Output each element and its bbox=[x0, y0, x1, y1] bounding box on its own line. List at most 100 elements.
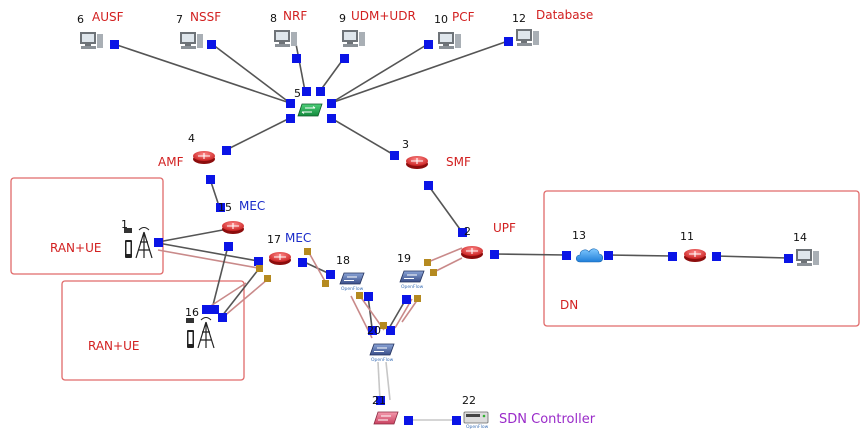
port-openflow[interactable] bbox=[380, 322, 387, 329]
port[interactable] bbox=[326, 270, 335, 279]
computer-icon[interactable] bbox=[80, 32, 103, 49]
node-label: Database bbox=[536, 8, 593, 22]
svg-text:OpenFlow: OpenFlow bbox=[466, 424, 489, 430]
port[interactable] bbox=[298, 258, 307, 267]
port[interactable] bbox=[286, 99, 295, 108]
link-19-20 bbox=[387, 298, 407, 331]
port[interactable] bbox=[364, 292, 373, 301]
port-openflow[interactable] bbox=[414, 295, 421, 302]
port[interactable] bbox=[218, 313, 227, 322]
switch-icon[interactable] bbox=[373, 411, 399, 425]
port[interactable] bbox=[604, 251, 613, 260]
node-number: 5 bbox=[294, 87, 301, 100]
port[interactable] bbox=[376, 396, 385, 405]
link-18-20 bbox=[367, 295, 373, 329]
node-number: 19 bbox=[397, 252, 411, 265]
port[interactable] bbox=[207, 40, 216, 49]
node-number: 4 bbox=[188, 132, 195, 145]
node-label: SDN Controller bbox=[499, 412, 596, 427]
router-icon[interactable] bbox=[269, 252, 291, 265]
computer-icon[interactable] bbox=[796, 249, 819, 266]
link-9-5 bbox=[319, 57, 345, 92]
link-12-5 bbox=[330, 40, 509, 104]
computer-icon[interactable] bbox=[438, 32, 461, 49]
node-number: 16 bbox=[185, 306, 199, 319]
node-number: 22 bbox=[462, 394, 476, 407]
port[interactable] bbox=[424, 181, 433, 190]
port[interactable] bbox=[327, 99, 336, 108]
port[interactable] bbox=[368, 326, 377, 335]
port-openflow[interactable] bbox=[430, 269, 437, 276]
link-11-14 bbox=[715, 255, 789, 259]
link-1-15 bbox=[157, 228, 229, 243]
port[interactable] bbox=[402, 295, 411, 304]
controller-icon[interactable]: OpenFlow bbox=[463, 411, 489, 430]
port-openflow[interactable] bbox=[304, 248, 311, 255]
link-2-19 bbox=[427, 247, 463, 263]
port[interactable] bbox=[316, 87, 325, 96]
ports-layer bbox=[110, 37, 793, 425]
port[interactable] bbox=[224, 242, 233, 251]
router-icon[interactable] bbox=[461, 246, 483, 259]
port[interactable] bbox=[202, 305, 211, 314]
router-icon[interactable] bbox=[193, 151, 215, 164]
svg-text:OpenFlow: OpenFlow bbox=[401, 284, 424, 290]
router-icon[interactable] bbox=[406, 156, 428, 169]
port[interactable] bbox=[424, 40, 433, 49]
port[interactable] bbox=[327, 114, 336, 123]
router-icon[interactable] bbox=[222, 221, 244, 234]
port[interactable] bbox=[562, 251, 571, 260]
group-label: RAN+UE bbox=[50, 241, 101, 255]
link-16-17 bbox=[221, 269, 259, 317]
port[interactable] bbox=[154, 238, 163, 247]
openflow-switch-icon[interactable]: OpenFlow bbox=[339, 272, 365, 292]
computer-icon[interactable] bbox=[516, 29, 539, 46]
port[interactable] bbox=[302, 87, 311, 96]
node-label: SMF bbox=[446, 155, 471, 169]
node-number: 1 bbox=[121, 218, 128, 231]
port-openflow[interactable] bbox=[264, 275, 271, 282]
port[interactable] bbox=[490, 250, 499, 259]
openflow-switch-icon[interactable]: OpenFlow bbox=[399, 270, 425, 290]
port[interactable] bbox=[254, 257, 263, 266]
port[interactable] bbox=[458, 228, 467, 237]
port[interactable] bbox=[386, 326, 395, 335]
port-openflow[interactable] bbox=[356, 292, 363, 299]
switch-icon[interactable] bbox=[297, 103, 323, 117]
port[interactable] bbox=[784, 254, 793, 263]
openflow-switch-icon[interactable]: OpenFlow bbox=[369, 343, 395, 363]
port-openflow[interactable] bbox=[322, 280, 329, 287]
port[interactable] bbox=[216, 203, 225, 212]
node-number: 20 bbox=[367, 324, 381, 337]
router-icon[interactable] bbox=[684, 249, 706, 262]
base-station-icon[interactable] bbox=[186, 317, 215, 349]
node-number: 7 bbox=[176, 13, 183, 26]
node-label: UDM+UDR bbox=[351, 9, 416, 23]
computer-icon[interactable] bbox=[342, 30, 365, 47]
port[interactable] bbox=[404, 416, 413, 425]
svg-text:OpenFlow: OpenFlow bbox=[341, 286, 364, 292]
port[interactable] bbox=[110, 40, 119, 49]
node-number: 13 bbox=[572, 229, 586, 242]
port[interactable] bbox=[210, 305, 219, 314]
base-station-icon[interactable] bbox=[124, 227, 153, 259]
port[interactable] bbox=[286, 114, 295, 123]
port[interactable] bbox=[668, 252, 677, 261]
port[interactable] bbox=[712, 252, 721, 261]
node-number: 2 bbox=[464, 225, 471, 238]
port[interactable] bbox=[390, 151, 399, 160]
node-label: AMF bbox=[158, 155, 184, 169]
cloud-icon[interactable] bbox=[575, 248, 604, 263]
node-label: AUSF bbox=[92, 10, 124, 24]
port[interactable] bbox=[452, 416, 461, 425]
node-number: 15 bbox=[218, 201, 232, 214]
port[interactable] bbox=[206, 175, 215, 184]
port[interactable] bbox=[340, 54, 349, 63]
port[interactable] bbox=[222, 146, 231, 155]
port-openflow[interactable] bbox=[424, 259, 431, 266]
port-openflow[interactable] bbox=[256, 265, 263, 272]
computer-icon[interactable] bbox=[274, 30, 297, 47]
port[interactable] bbox=[504, 37, 513, 46]
computer-icon[interactable] bbox=[180, 32, 203, 49]
port[interactable] bbox=[292, 54, 301, 63]
